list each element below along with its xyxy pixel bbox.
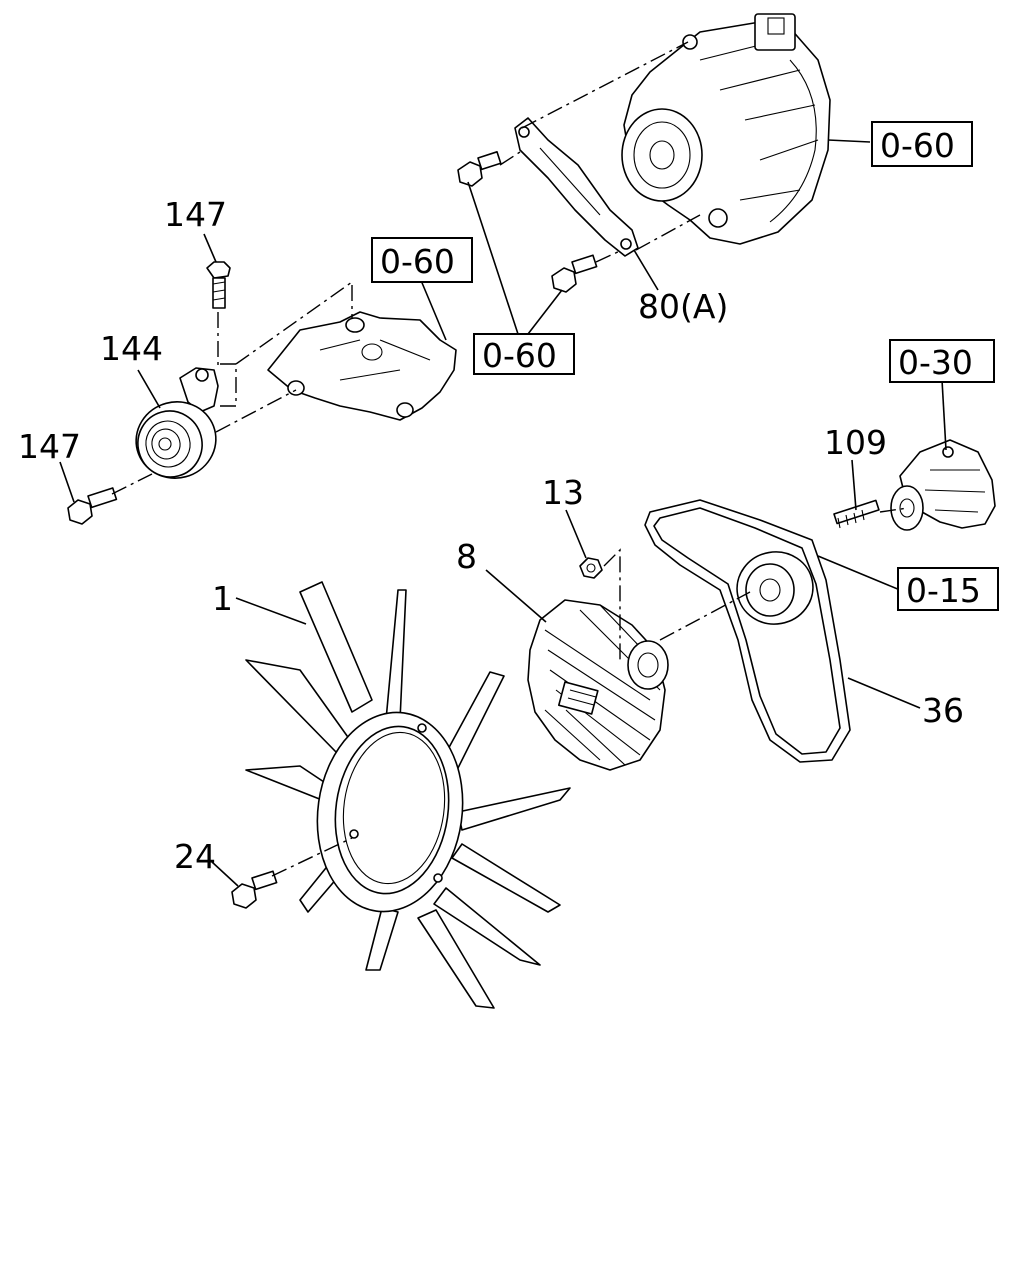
leader-1 [235, 597, 307, 625]
ref-box-030[interactable]: 0-30 [889, 339, 995, 383]
ref-box-015[interactable]: 0-15 [897, 567, 999, 611]
idler-bracket [267, 311, 457, 421]
bolt-147-top [206, 261, 231, 309]
callout-13: 13 [542, 473, 584, 512]
leader-8 [485, 569, 547, 623]
pulley-015 [736, 551, 814, 625]
ref-box-060-bracket[interactable]: 0-60 [371, 237, 473, 283]
callout-144: 144 [100, 329, 163, 368]
ref-label-030: 0-30 [898, 343, 973, 382]
ref-label-060-alternator: 0-60 [880, 126, 955, 165]
leader-144 [137, 369, 161, 409]
ref-box-060-bolts[interactable]: 0-60 [473, 333, 575, 375]
fan-1 [245, 581, 571, 1009]
callout-8: 8 [456, 537, 477, 576]
leader-060-bolts-b [527, 289, 563, 335]
leader-24 [211, 861, 239, 887]
nut-13 [579, 557, 603, 579]
bracket-bolt-upper [457, 151, 502, 187]
ref-label-060-bracket: 0-60 [380, 242, 455, 281]
leader-147-left [59, 461, 75, 503]
leader-060-bracket [419, 277, 447, 341]
callout-109: 109 [824, 423, 887, 462]
bolt-147-left [67, 487, 118, 525]
callout-147-top: 147 [164, 195, 227, 234]
ref-box-060-alternator[interactable]: 0-60 [871, 121, 973, 167]
leader-109 [851, 459, 857, 511]
leader-13 [565, 509, 587, 559]
alternator [621, 13, 831, 245]
callout-1: 1 [212, 579, 233, 618]
leader-147-top [203, 233, 217, 263]
callout-24: 24 [174, 837, 216, 876]
leader-060-bolts-a [467, 181, 519, 335]
callout-147-left: 147 [18, 427, 81, 466]
stud-109 [833, 499, 880, 529]
ref-label-060-bolts: 0-60 [482, 336, 557, 375]
bracket-bolt-lower [551, 254, 598, 293]
fan-belt-36 [644, 499, 851, 763]
leader-060-alternator [827, 139, 871, 143]
fan-clutch-8 [527, 599, 669, 771]
water-pump [890, 439, 996, 531]
leader-015 [817, 555, 901, 591]
bolt-24 [231, 870, 278, 909]
leader-030 [941, 379, 947, 451]
leader-36 [847, 677, 921, 709]
idler-pulley-144 [135, 367, 219, 479]
bracket-80a [514, 117, 639, 257]
ref-label-015: 0-15 [906, 571, 981, 610]
callout-36: 36 [922, 691, 964, 730]
callout-80a: 80(A) [638, 287, 728, 326]
leader-80a [633, 249, 659, 291]
